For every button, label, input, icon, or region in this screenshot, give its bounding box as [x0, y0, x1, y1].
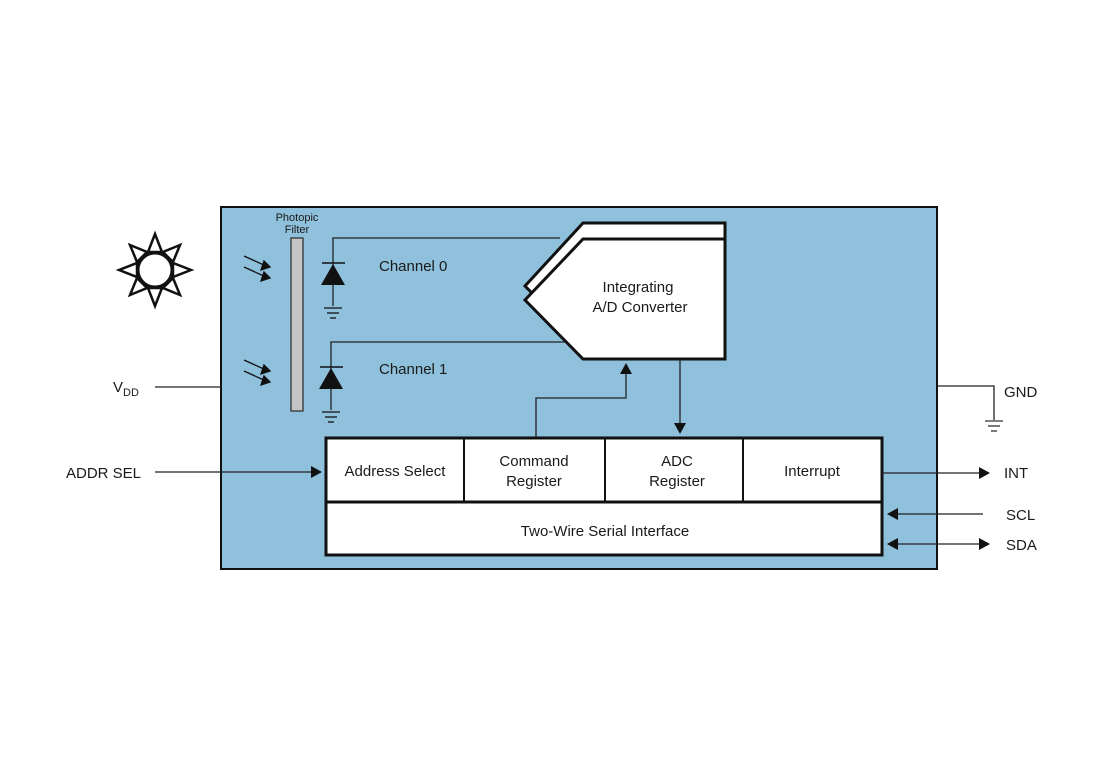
arrow-icon — [887, 508, 898, 520]
interrupt-label: Interrupt — [784, 463, 841, 480]
serial-interface-block — [324, 500, 884, 557]
filter-label-line2: Filter — [285, 224, 310, 236]
arrow-icon — [311, 466, 322, 478]
photodiode-channel-0 — [321, 237, 560, 319]
command-register-label-line1: Command — [499, 453, 568, 470]
photopic-filter — [290, 237, 304, 412]
channel-0-label: Channel 0 — [379, 258, 447, 275]
light-rays-icon — [243, 255, 272, 387]
ground-icon — [985, 420, 1003, 432]
arrow-icon — [674, 423, 686, 434]
arrow-icon — [620, 363, 632, 374]
vdd-pin-label: VDD — [113, 379, 139, 399]
address-select-label: Address Select — [345, 463, 447, 480]
addr-sel-pin-label: ADDR SEL — [66, 465, 141, 482]
adc-block — [522, 221, 727, 361]
sda-pin-label: SDA — [1006, 537, 1037, 554]
arrow-icon — [979, 538, 990, 550]
gnd-wire — [937, 385, 995, 420]
command-register-label-line2: Register — [506, 473, 562, 490]
scl-pin-label: SCL — [1006, 507, 1035, 524]
command-to-adc-wire — [535, 372, 627, 438]
adc-register-label-line1: ADC — [661, 453, 693, 470]
channel-1-label: Channel 1 — [379, 361, 447, 378]
photodiode-channel-1 — [319, 341, 565, 423]
arrow-icon — [979, 467, 990, 479]
serial-interface-label: Two-Wire Serial Interface — [521, 523, 689, 540]
gnd-pin-label: GND — [1004, 384, 1038, 401]
filter-label-line1: Photopic — [276, 212, 319, 224]
adc-label-line1: Integrating — [603, 279, 674, 296]
adc-label-line2: A/D Converter — [592, 299, 687, 316]
int-pin-label: INT — [1004, 465, 1028, 482]
arrow-icon — [887, 538, 898, 550]
sun-icon — [115, 230, 195, 310]
adc-register-label-line2: Register — [649, 473, 705, 490]
